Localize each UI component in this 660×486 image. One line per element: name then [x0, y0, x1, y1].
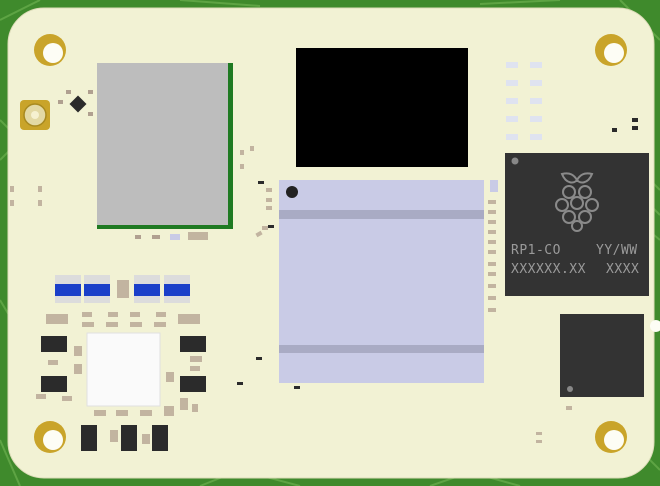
- rp1-marking-line2-left: XXXXXX.XX: [511, 262, 586, 277]
- rp1-chip: [505, 153, 649, 296]
- pad-array: [506, 62, 542, 140]
- pmic-passives: [36, 312, 202, 444]
- memory-chip: [296, 48, 468, 167]
- raspberry-logo-icon: [555, 172, 599, 232]
- mounting-hole-icon: [595, 34, 627, 66]
- misc-passives: [10, 146, 254, 206]
- inductors: [41, 336, 206, 451]
- soc-heat-spreader: [279, 180, 498, 383]
- mounting-hole-icon: [34, 421, 66, 453]
- rp1-marking-line2-right: XXXX: [606, 262, 640, 277]
- soc-passives: [255, 188, 496, 312]
- mounting-hole-icon: [595, 421, 627, 453]
- small-ic: [69, 95, 87, 113]
- pmic-white-chip: [86, 332, 161, 407]
- blue-capacitors: [55, 275, 190, 303]
- mounting-hole-icon: [34, 34, 66, 66]
- wifi-module-shield: [97, 63, 228, 225]
- tiny-diodes: [237, 181, 300, 389]
- power-chip: [560, 314, 644, 397]
- rp1-marking-line1-left: RP1-CO: [511, 243, 561, 258]
- rp1-marking-line1-right: YY/WW: [596, 243, 638, 258]
- antenna-connector-icon: [20, 100, 50, 130]
